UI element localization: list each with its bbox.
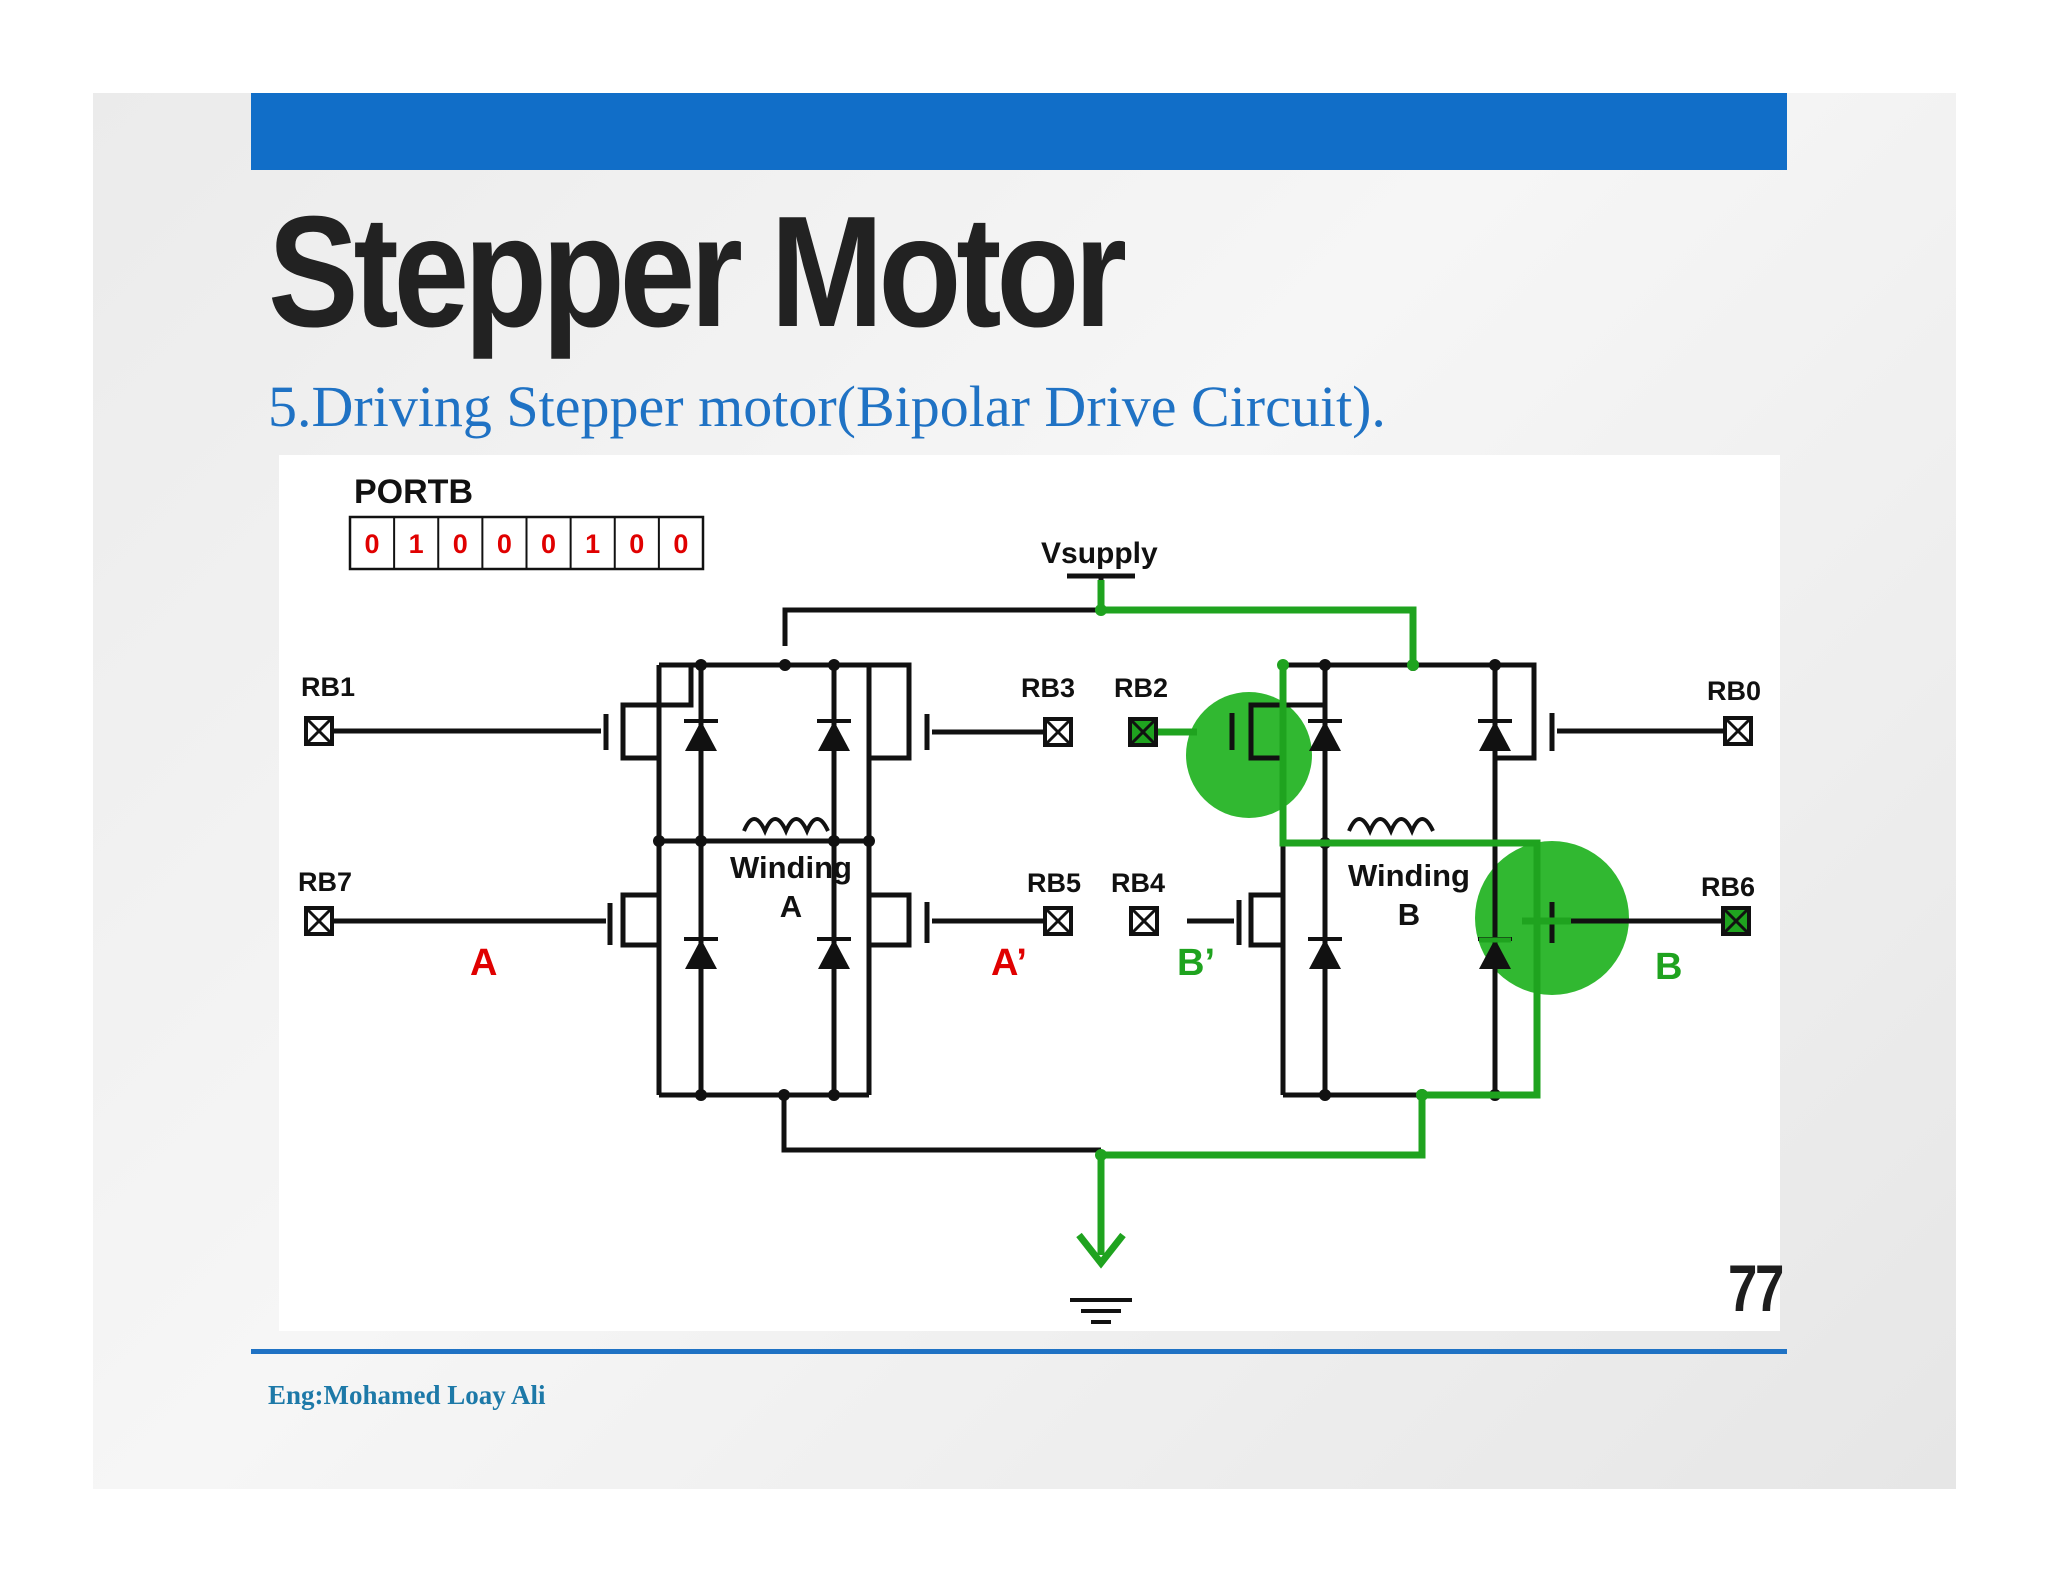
winding-b-label: Winding	[1348, 858, 1470, 893]
pin-terminal-rb4	[1129, 906, 1159, 936]
pin-label-rb5: RB5	[1027, 868, 1081, 898]
pin-terminal-rb7	[304, 906, 334, 936]
portb-bit-0: 0	[673, 529, 688, 559]
pin-label-rb0: RB0	[1707, 676, 1761, 706]
diode-icon	[1306, 937, 1344, 971]
slide-subtitle: 5.Driving Stepper motor(Bipolar Drive Ci…	[268, 374, 1386, 439]
footer-author: Eng:Mohamed Loay Ali	[268, 1380, 546, 1410]
winding-a-label: Winding	[730, 850, 852, 885]
pin-terminal-rb0	[1723, 716, 1753, 746]
phase-label-a-prime: A’	[991, 942, 1027, 984]
pin-terminal-rb1	[304, 716, 334, 746]
pin-label-rb6: RB6	[1701, 872, 1755, 902]
portb-bit-1: 0	[629, 529, 644, 559]
portb-bit-5: 0	[453, 529, 468, 559]
diode-icon	[1306, 719, 1344, 753]
vsupply-label: Vsupply	[1041, 537, 1158, 570]
pin-label-rb7: RB7	[298, 867, 352, 897]
ground-icon	[1070, 1298, 1132, 1324]
h-bridge-a-nodes	[653, 659, 875, 1101]
pin-terminal-rb3	[1043, 717, 1073, 747]
pin-label-rb2: RB2	[1114, 673, 1168, 703]
phase-label-b-prime: B’	[1177, 942, 1215, 984]
diode-icon	[1476, 719, 1514, 753]
portb-label: PORTB	[354, 473, 473, 511]
portb-bit-7: 0	[365, 529, 380, 559]
pin-terminal-rb6	[1721, 906, 1751, 936]
winding-a-letter: A	[780, 889, 802, 924]
pin-terminal-rb2	[1128, 717, 1158, 747]
portb-bit-6: 1	[409, 529, 424, 559]
phase-label-b: B	[1655, 946, 1682, 988]
winding-b-letter: B	[1398, 897, 1420, 932]
pin-label-rb3: RB3	[1021, 673, 1075, 703]
portb-bit-3: 0	[541, 529, 556, 559]
slide-title: Stepper Motor	[268, 184, 1127, 360]
pin-label-rb1: RB1	[301, 672, 355, 702]
title-accent-bar	[251, 93, 1787, 170]
footer-rule	[251, 1349, 1787, 1354]
portb-bit-4: 0	[497, 529, 512, 559]
pin-label-rb4: RB4	[1111, 868, 1165, 898]
pin-terminal-rb5	[1043, 906, 1073, 936]
diode-icon	[682, 937, 720, 971]
page-number: 77	[1728, 1251, 1784, 1325]
active-nodes	[1095, 604, 1428, 1161]
diode-icon	[815, 937, 853, 971]
h-bridge-a	[319, 607, 1101, 1153]
diode-icon	[815, 719, 853, 753]
phase-label-a: A	[470, 942, 497, 984]
portb-bit-2: 1	[585, 529, 600, 559]
diode-icon	[682, 719, 720, 753]
